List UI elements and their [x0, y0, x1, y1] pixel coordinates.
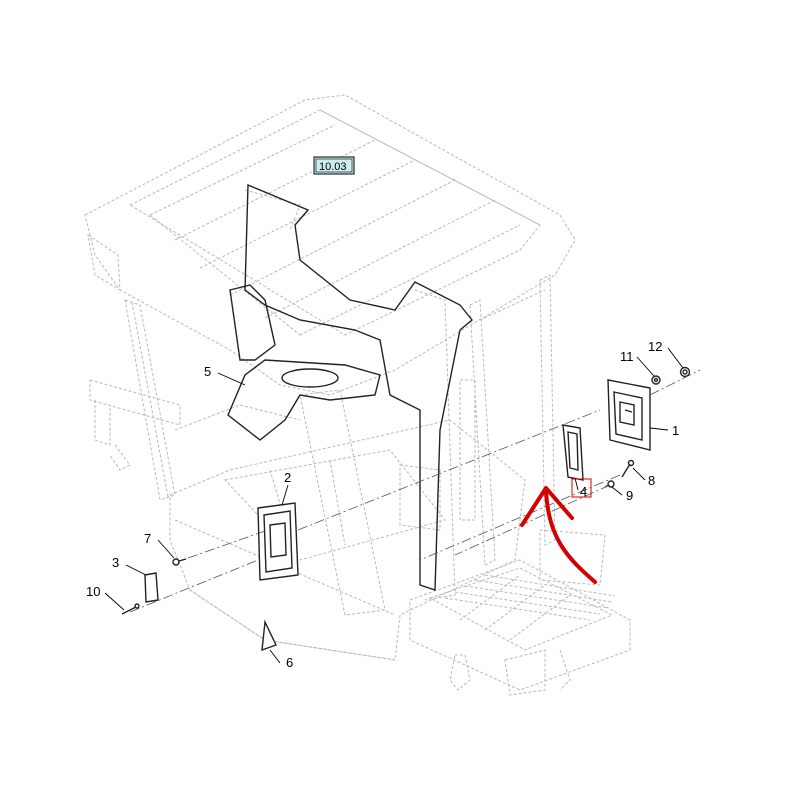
part-6-warning-decal — [261, 619, 277, 652]
part-7-screw — [172, 558, 187, 566]
part-1-mounting-plate — [607, 379, 651, 451]
part-11-washer — [651, 375, 661, 385]
part-9-screw — [604, 480, 615, 488]
callout-leaders — [104, 347, 684, 664]
callout-4: 4 — [580, 484, 587, 499]
cab-body-outline — [84, 94, 631, 696]
part-5-cowl-panel — [227, 359, 381, 441]
part-2-handle-plate — [257, 502, 299, 581]
reference-tag[interactable]: 10.03 — [313, 156, 355, 175]
part-3-small-plate — [144, 572, 159, 603]
callout-8: 8 — [648, 473, 655, 488]
callout-5: 5 — [204, 364, 211, 379]
callout-4-highlight-box — [571, 478, 592, 498]
part-4-bracket — [562, 424, 584, 481]
part-12-nut — [679, 366, 691, 378]
callout-3: 3 — [112, 555, 119, 570]
callout-1: 1 — [672, 423, 679, 438]
part-8-screw — [621, 459, 635, 478]
callout-9: 9 — [626, 488, 633, 503]
highlight-arrow — [520, 486, 597, 584]
callout-6: 6 — [286, 655, 293, 670]
headliner-panel — [229, 183, 473, 591]
callout-10: 10 — [86, 584, 100, 599]
callout-7: 7 — [144, 531, 151, 546]
assembly-phantom-lines — [129, 369, 701, 613]
callout-12: 12 — [648, 339, 662, 354]
callout-labels: 1 2 3 4 5 6 7 8 9 10 11 12 — [86, 339, 679, 670]
callout-2: 2 — [284, 470, 291, 485]
part-10-bolt — [121, 603, 140, 615]
reference-tag-label: 10.03 — [319, 161, 347, 173]
callout-11: 11 — [620, 349, 634, 364]
